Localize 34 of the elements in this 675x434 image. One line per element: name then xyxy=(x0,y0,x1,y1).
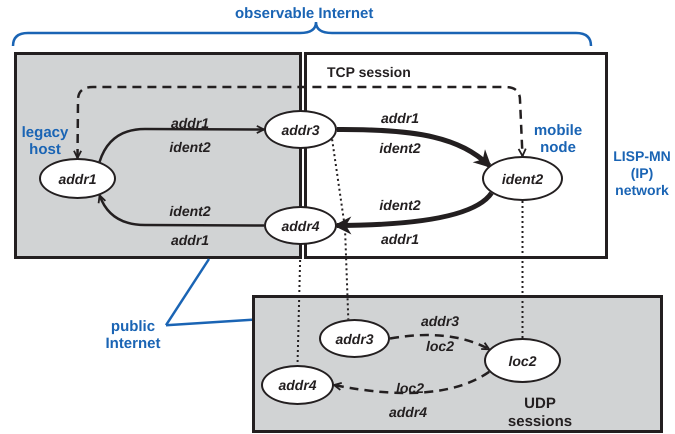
node-caption: mobile node xyxy=(532,122,584,156)
arrow xyxy=(98,194,264,227)
address-label: addr1 xyxy=(380,231,420,247)
arrow xyxy=(73,86,527,159)
leader-line xyxy=(166,318,252,326)
arrow xyxy=(337,127,492,168)
address-label: ident2 xyxy=(379,140,421,156)
edge-label: ident2 xyxy=(379,197,421,213)
region-label: public Internet xyxy=(100,318,166,354)
address-label: loc2 xyxy=(426,338,454,354)
address-ellipse: ident2 xyxy=(482,156,563,201)
address-ellipse: loc2 xyxy=(484,338,561,383)
address-label: addr4 xyxy=(388,404,428,420)
arrow xyxy=(333,370,490,394)
region-title: UDP sessions xyxy=(506,395,574,431)
address-label: addr1 xyxy=(170,232,210,248)
address-ellipse: addr1 xyxy=(39,158,116,199)
region-label: observable Internet xyxy=(235,5,374,22)
address-ellipse: addr4 xyxy=(261,365,334,405)
node-caption: legacy host xyxy=(20,124,70,158)
network-region-box xyxy=(252,295,663,433)
region-label: LISP-MN (IP) network xyxy=(612,148,672,199)
arrow xyxy=(98,124,265,162)
address-ellipse: addr3 xyxy=(319,319,390,358)
leader-line xyxy=(164,258,210,326)
address-label: ident2 xyxy=(169,139,211,155)
edge-label: addr3 xyxy=(420,313,460,329)
edge-label: addr1 xyxy=(170,115,210,131)
arrow xyxy=(390,334,490,350)
dotted-line xyxy=(331,139,350,320)
region-title: TCP session xyxy=(327,64,411,80)
edge-label: ident2 xyxy=(169,203,211,219)
dotted-line xyxy=(522,201,524,338)
edge-label: addr1 xyxy=(380,110,420,126)
